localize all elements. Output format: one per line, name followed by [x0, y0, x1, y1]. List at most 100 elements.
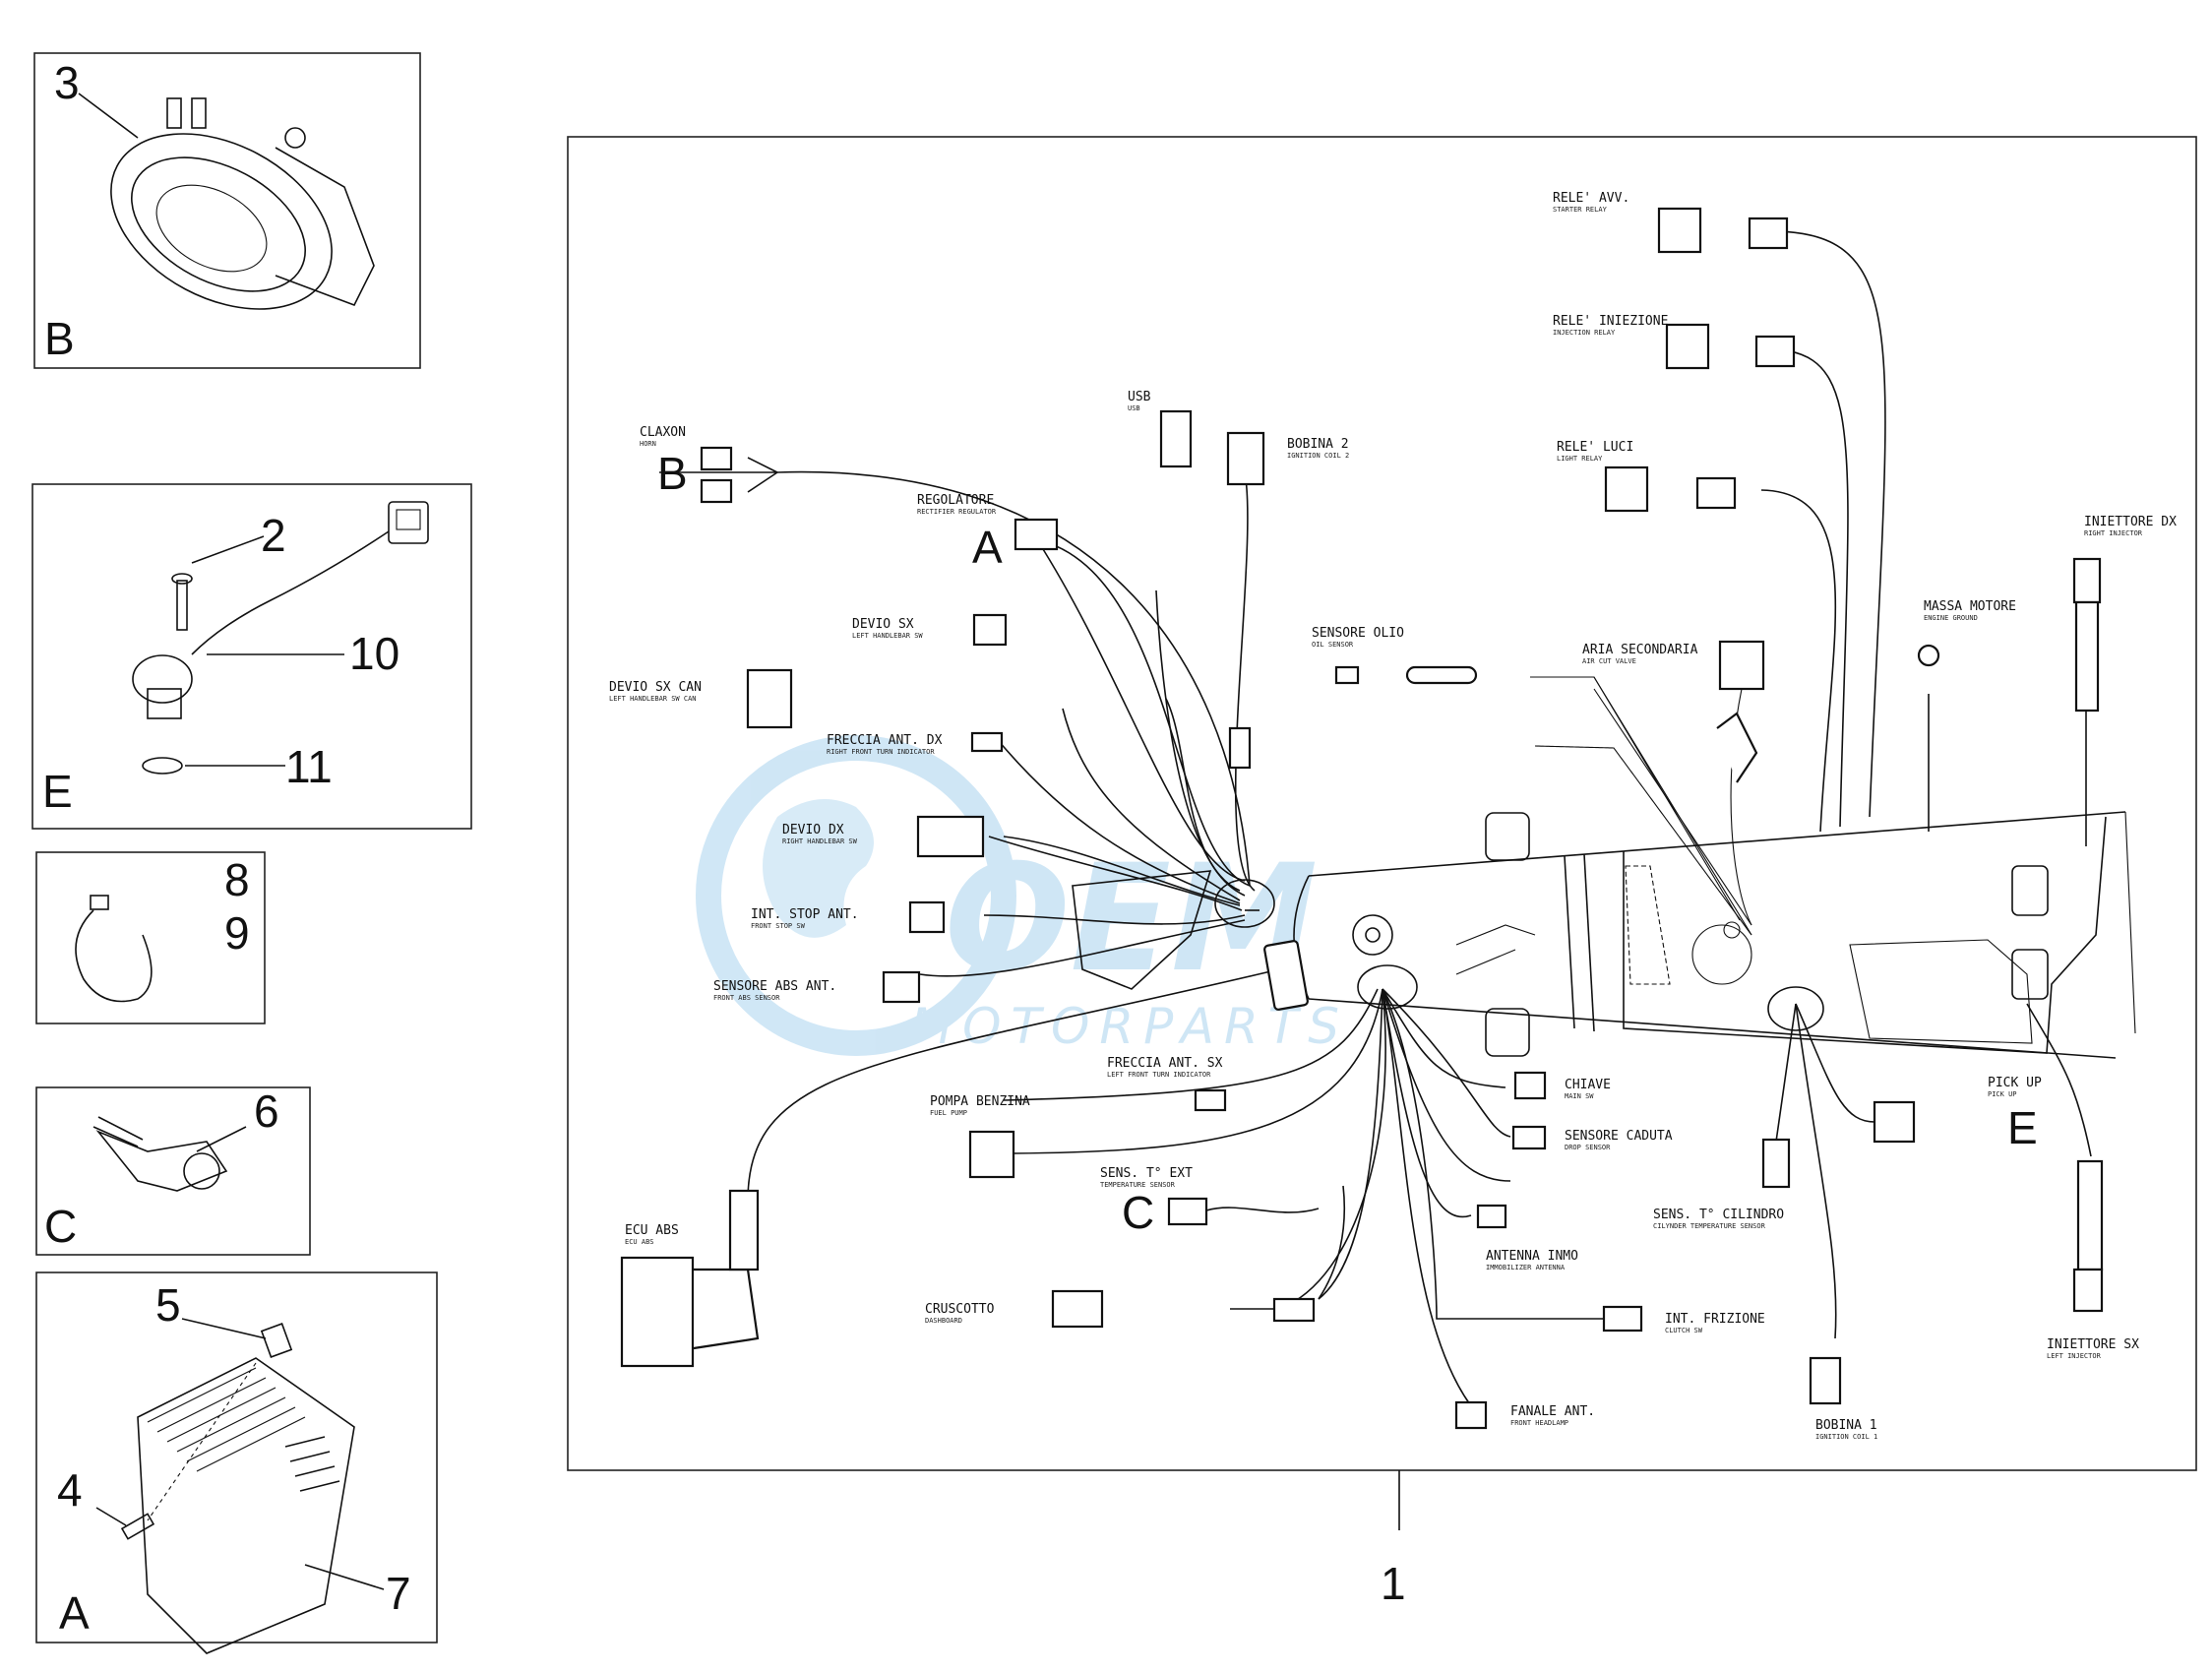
svg-text:LEFT HANDLEBAR SW: LEFT HANDLEBAR SW: [852, 632, 923, 640]
sensore-abs-ant-connector[interactable]: [882, 970, 921, 1004]
svg-text:REGOLATORE: REGOLATORE: [917, 493, 994, 508]
regolatore-connector[interactable]: [1014, 518, 1059, 551]
svg-text:LIGHT RELAY: LIGHT RELAY: [1557, 455, 1603, 463]
connectors: [620, 207, 2104, 1430]
svg-text:RELE' AVV.: RELE' AVV.: [1553, 191, 1629, 206]
horn-icon: [110, 97, 375, 310]
svg-text:RELE' INIEZIONE: RELE' INIEZIONE: [1553, 314, 1668, 329]
rele-iniezione-relay[interactable]: [1665, 323, 1710, 370]
int-frizione-connector[interactable]: [1602, 1305, 1643, 1333]
svg-text:INT. FRIZIONE: INT. FRIZIONE: [1665, 1312, 1765, 1327]
svg-text:MAIN SW: MAIN SW: [1565, 1092, 1594, 1100]
svg-text:CRUSCOTTO: CRUSCOTTO: [925, 1302, 995, 1317]
inset-letter-e: E: [42, 766, 73, 817]
callout-number-5: 5: [155, 1279, 181, 1331]
iniettore-dx-boot: [2074, 600, 2100, 713]
freccia-ant-dx-connector[interactable]: [970, 731, 1004, 753]
svg-text:FUEL PUMP: FUEL PUMP: [930, 1109, 967, 1117]
callout-letter-a: A: [972, 522, 1003, 573]
inset-regulator: 5 4 7 A: [35, 1271, 438, 1654]
clip-icon: [260, 1323, 293, 1358]
devio-dx-connector[interactable]: [916, 815, 985, 858]
pompa-benzina-connector[interactable]: [968, 1130, 1015, 1179]
rele-luci-relay[interactable]: [1604, 465, 1649, 513]
int-stop-ant-connector[interactable]: [908, 900, 946, 934]
label-fanale-ant: FANALE ANT.FRONT HEADLAMP: [1510, 1404, 1595, 1427]
massa-motore-terminal[interactable]: [1917, 644, 1940, 667]
callout-number-3: 3: [54, 57, 80, 108]
svg-text:CLUTCH SW: CLUTCH SW: [1665, 1327, 1703, 1334]
chiave-connector[interactable]: [1513, 1071, 1547, 1100]
aria-secondaria-connector[interactable]: [1718, 640, 1765, 691]
svg-text:AIR CUT VALVE: AIR CUT VALVE: [1582, 657, 1636, 665]
inset-letter-a: A: [59, 1587, 90, 1639]
svg-text:CILYNDER TEMPERATURE SENSOR: CILYNDER TEMPERATURE SENSOR: [1653, 1222, 1766, 1230]
sens-t-cilindro-connector[interactable]: [1761, 1138, 1791, 1189]
usb-connector[interactable]: [1159, 409, 1193, 468]
svg-text:SENSORE ABS ANT.: SENSORE ABS ANT.: [713, 979, 836, 994]
rele-avv-relay[interactable]: [1657, 207, 1702, 254]
watermark: OEM MOTORPARTS: [696, 735, 1339, 1056]
svg-text:INIETTORE SX: INIETTORE SX: [2047, 1337, 2139, 1352]
frame-bracket-top: [1485, 812, 1530, 861]
svg-text:PICK UP: PICK UP: [1988, 1090, 2017, 1098]
callout-number-4: 4: [57, 1464, 83, 1516]
svg-text:FANALE ANT.: FANALE ANT.: [1510, 1404, 1595, 1419]
rele-avv-socket[interactable]: [1748, 217, 1789, 250]
iniettore-dx-connector[interactable]: [2072, 557, 2102, 604]
svg-text:OIL SENSOR: OIL SENSOR: [1312, 641, 1354, 649]
svg-text:ARIA SECONDARIA: ARIA SECONDARIA: [1582, 643, 1698, 657]
devio-sx-connector[interactable]: [972, 613, 1008, 647]
rele-iniezione-socket[interactable]: [1754, 335, 1796, 368]
svg-text:SENS. T° CILINDRO: SENS. T° CILINDRO: [1653, 1208, 1784, 1222]
svg-text:IGNITION COIL 1: IGNITION COIL 1: [1815, 1433, 1877, 1441]
bobina1-connector[interactable]: [1809, 1356, 1842, 1405]
fanale-ant-connector[interactable]: [1454, 1400, 1488, 1430]
harness-wires: [659, 230, 2092, 1413]
claxon-connector-top[interactable]: [700, 446, 733, 471]
inset-clip: 8 9: [35, 851, 266, 1024]
cable-tie-icon: [75, 895, 153, 1003]
svg-text:RIGHT FRONT TURN INDICATOR: RIGHT FRONT TURN INDICATOR: [827, 748, 935, 756]
sensore-olio-connector[interactable]: [1334, 665, 1360, 685]
cruscotto-connector[interactable]: [1051, 1289, 1104, 1329]
svg-text:ECU ABS: ECU ABS: [625, 1238, 654, 1246]
callout-number-2: 2: [261, 510, 286, 561]
rele-luci-socket[interactable]: [1695, 476, 1737, 510]
iniettore-sx-connector[interactable]: [2072, 1268, 2104, 1313]
callout-letter-c: C: [1122, 1187, 1154, 1238]
oring-icon: [142, 757, 183, 775]
svg-text:BOBINA 1: BOBINA 1: [1815, 1418, 1877, 1433]
devio-sx-can-connector[interactable]: [746, 668, 793, 729]
callout-number-9: 9: [224, 907, 250, 959]
label-int-stop-ant: INT. STOP ANT.FRONT STOP SW: [751, 907, 859, 930]
svg-text:LEFT FRONT TURN INDICATOR: LEFT FRONT TURN INDICATOR: [1107, 1071, 1211, 1079]
claxon-connector-bottom[interactable]: [700, 478, 733, 504]
svg-text:RIGHT HANDLEBAR SW: RIGHT HANDLEBAR SW: [782, 837, 858, 845]
freccia-ant-sx-connector[interactable]: [1194, 1088, 1227, 1112]
sens-t-ext-connector[interactable]: [1167, 1197, 1208, 1226]
bolt-icon: [120, 1513, 155, 1540]
antenna-inmo-connector[interactable]: [1476, 1204, 1507, 1229]
pick-up-connector[interactable]: [1873, 1100, 1916, 1144]
svg-text:INIETTORE DX: INIETTORE DX: [2084, 515, 2177, 529]
bobina2-connector[interactable]: [1226, 431, 1265, 486]
ecu-abs-connector[interactable]: [620, 1256, 695, 1368]
svg-text:SENS. T° EXT: SENS. T° EXT: [1100, 1166, 1193, 1181]
svg-text:RELE' LUCI: RELE' LUCI: [1557, 440, 1633, 455]
sensore-caduta-connector[interactable]: [1511, 1125, 1547, 1150]
inset-horn: 3 B: [33, 52, 421, 369]
